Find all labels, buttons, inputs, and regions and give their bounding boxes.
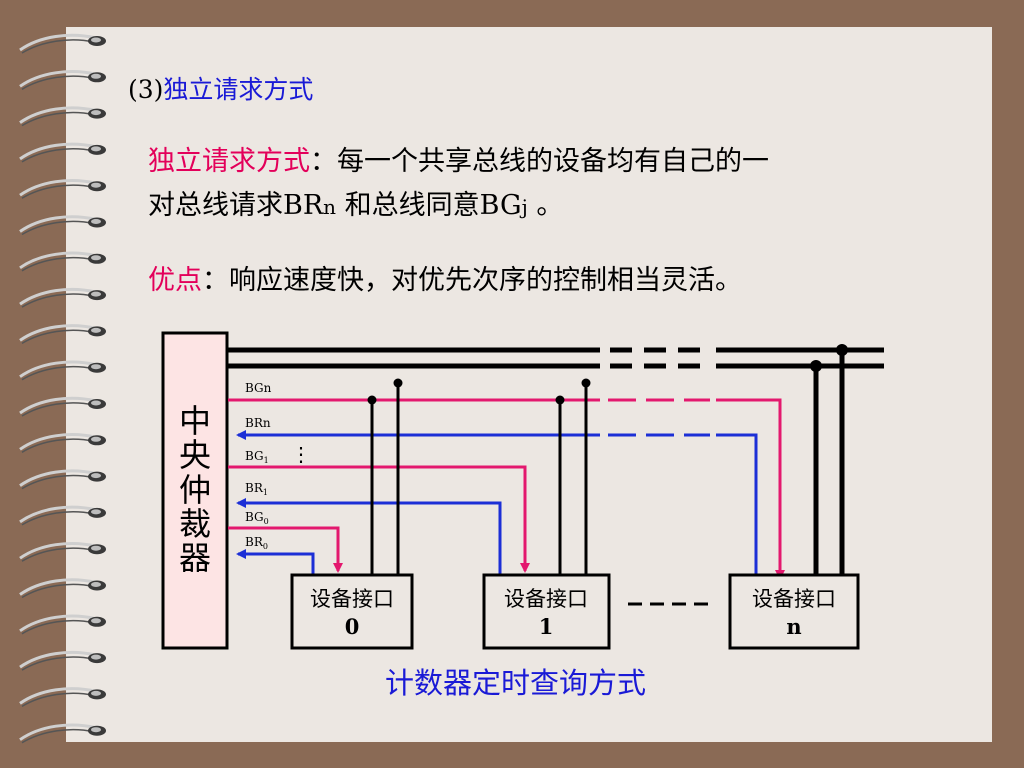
bg1-label: BG1 <box>245 449 269 465</box>
bg0-label: BG0 <box>245 510 269 526</box>
spiral-ring <box>19 614 106 635</box>
spiral-ring <box>19 505 106 526</box>
bg-subscript: j <box>521 195 528 219</box>
arbiter-char: 裁 <box>179 505 211 543</box>
arbiter-char: 器 <box>179 539 211 577</box>
spiral-ring <box>19 650 106 671</box>
spiral-ring <box>19 106 106 127</box>
advantage-text: 响应速度快，对优先次序的控制相当灵活。 <box>229 265 742 296</box>
definition-line2c: 。 <box>527 190 564 221</box>
bgn-line <box>228 398 785 580</box>
spiral-binding <box>19 33 106 744</box>
device-bus-taps <box>370 350 845 575</box>
definition-paragraph: 独立请求方式：每一个共享总线的设备均有自己的一 对总线请求BRn 和总线同意BG… <box>148 140 769 229</box>
br1-label: BR1 <box>245 481 268 497</box>
bg0-line <box>228 526 343 573</box>
arbiter-char: 中 <box>179 402 211 440</box>
definition-line1: 每一个共享总线的设备均有自己的一 <box>337 146 769 177</box>
device-n-index: n <box>786 614 801 639</box>
arbiter-char: 央 <box>179 436 211 474</box>
spiral-ring <box>19 215 106 236</box>
device-0-label: 设备接口 <box>310 587 394 611</box>
bg1-line <box>228 465 530 573</box>
definition-line2b: 和总线同意BG <box>336 190 522 221</box>
br0-line <box>236 549 315 574</box>
brn-label: BRn <box>245 416 271 430</box>
device-interface-n: 设备接口 n <box>728 573 860 650</box>
spiral-ring <box>19 469 106 490</box>
spiral-ring <box>19 578 106 599</box>
spiral-ring <box>19 396 106 417</box>
central-arbiter-box <box>161 331 229 650</box>
central-arbiter-label: 中 央 仲 裁 器 <box>179 402 211 577</box>
device-interface-1: 设备接口 1 <box>482 573 611 650</box>
definition-line2a: 对总线请求BR <box>148 190 324 221</box>
heading-title: 独立请求方式 <box>163 75 314 104</box>
spiral-ring <box>19 33 106 54</box>
spiral-ring <box>19 324 106 345</box>
device-interface-0: 设备接口 0 <box>290 573 414 650</box>
junction-dots <box>367 344 848 405</box>
br-subscript: n <box>323 195 337 219</box>
device-1-index: 1 <box>539 614 554 639</box>
spiral-ring <box>19 251 106 272</box>
advantage-term: 优点 <box>148 265 202 296</box>
device-1-label: 设备接口 <box>504 587 588 611</box>
advantage-colon: ： <box>202 265 229 296</box>
arbiter-char: 仲 <box>179 471 211 509</box>
bgn-label: BGn <box>245 381 272 395</box>
definition-term: 独立请求方式 <box>148 146 310 177</box>
spiral-ring <box>19 70 106 90</box>
spiral-ring <box>19 179 106 199</box>
spiral-ring <box>19 142 106 163</box>
spiral-ring <box>19 723 106 744</box>
spiral-ring <box>19 542 106 562</box>
device-0-index: 0 <box>345 614 360 639</box>
spiral-ring <box>19 687 106 708</box>
system-bus <box>228 347 884 369</box>
heading-number: (3) <box>128 75 164 104</box>
spiral-ring <box>19 433 106 453</box>
definition-colon: ： <box>310 146 337 177</box>
brn-line <box>236 430 758 578</box>
br0-label: BR0 <box>245 535 268 551</box>
vertical-ellipsis: ⋮ <box>291 442 311 466</box>
advantage-paragraph: 优点：响应速度快，对优先次序的控制相当灵活。 <box>148 258 742 297</box>
spiral-ring <box>19 287 106 308</box>
diagram-caption: 计数器定时查询方式 <box>385 666 647 700</box>
spiral-ring <box>19 360 106 381</box>
section-heading: (3)独立请求方式 <box>128 70 313 106</box>
device-n-label: 设备接口 <box>752 587 836 611</box>
br1-line <box>236 498 502 574</box>
